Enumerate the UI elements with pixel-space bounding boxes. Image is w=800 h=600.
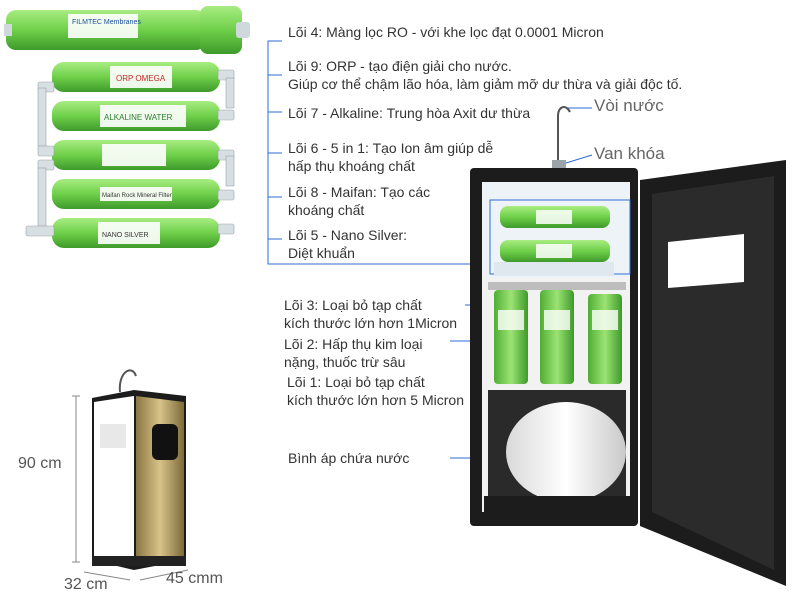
- maifan-filter-print: Maifan Rock Mineral Filter: [102, 193, 172, 199]
- ro-filter-print: FILMTEC Membranes: [72, 19, 141, 26]
- alkaline-filter-print: ALKALINE WATER: [104, 113, 173, 122]
- faucet-icon: [557, 106, 571, 160]
- loi3-label-line1: Lõi 3: Loại bỏ tạp chất: [284, 297, 422, 313]
- pressure-tank-icon: [506, 402, 626, 502]
- height-dimension: 90 cm: [18, 455, 62, 472]
- loi9-label-line2: Giúp cơ thể chậm lão hóa, làm giảm mỡ dư…: [288, 76, 683, 92]
- nano-filter-print: NANO SILVER: [102, 232, 149, 239]
- five-in-one-filter: [52, 140, 220, 170]
- loi9-label-line1: Lõi 9: ORP - tạo điện giải cho nước.: [288, 58, 512, 74]
- loi5-label-line2: Diệt khuẩn: [288, 245, 355, 261]
- loi6-label-line1: Lõi 6 - 5 in 1: Tạo Ion âm giúp dễ: [288, 140, 494, 156]
- pre-filter-housings: [494, 290, 622, 384]
- product-photo: [72, 369, 189, 581]
- cabinet-door: [640, 160, 786, 586]
- faucet-label: Vòi nước: [594, 96, 664, 115]
- valve-icon: [552, 160, 566, 170]
- loi2-label-line2: nặng, thuốc trừ sâu: [284, 354, 406, 370]
- alkaline-filter: ALKALINE WATER: [52, 101, 220, 131]
- loi8-label-line1: Lõi 8 - Maifan: Tạo các: [288, 184, 431, 200]
- orp-filter: ORP OMEGA: [52, 62, 220, 92]
- tank-label: Bình áp chứa nước: [288, 450, 410, 466]
- loi1-label-line1: Lõi 1: Loại bỏ tạp chất: [287, 374, 425, 390]
- loi7-label: Lõi 7 - Alkaline: Trung hòa Axit dư thừa: [288, 105, 531, 121]
- filter-stack: FILMTEC Membranes ORP OMEGA ALKALINE WAT…: [4, 6, 250, 248]
- loi4-label: Lõi 4: Màng lọc RO - với khe lọc đạt 0.0…: [288, 24, 604, 40]
- loi3-label-line2: kích thước lớn hơn 1Micron: [284, 315, 458, 331]
- orp-filter-print: ORP OMEGA: [116, 74, 166, 83]
- maifan-filter: Maifan Rock Mineral Filter: [52, 179, 220, 209]
- loi1-label-line2: kích thước lớn hơn 5 Micron: [287, 392, 464, 408]
- purifier-cabinet: [470, 106, 638, 526]
- loi2-label-line1: Lõi 2: Hấp thụ kim loại: [284, 336, 423, 352]
- ro-filter: FILMTEC Membranes: [4, 6, 250, 54]
- nano-silver-filter: NANO SILVER: [52, 218, 220, 248]
- dimension-lines: [72, 395, 189, 581]
- depth-dimension: 32 cm: [64, 576, 108, 593]
- loi5-label-line1: Lõi 5 - Nano Silver:: [288, 227, 408, 243]
- width-dimension: 45 cmm: [166, 570, 223, 587]
- loi8-label-line2: khoáng chất: [288, 202, 365, 218]
- loi6-label-line2: hấp thụ khoáng chất: [288, 158, 415, 174]
- valve-label: Van khóa: [594, 144, 665, 163]
- tube-connectors: [25, 69, 235, 237]
